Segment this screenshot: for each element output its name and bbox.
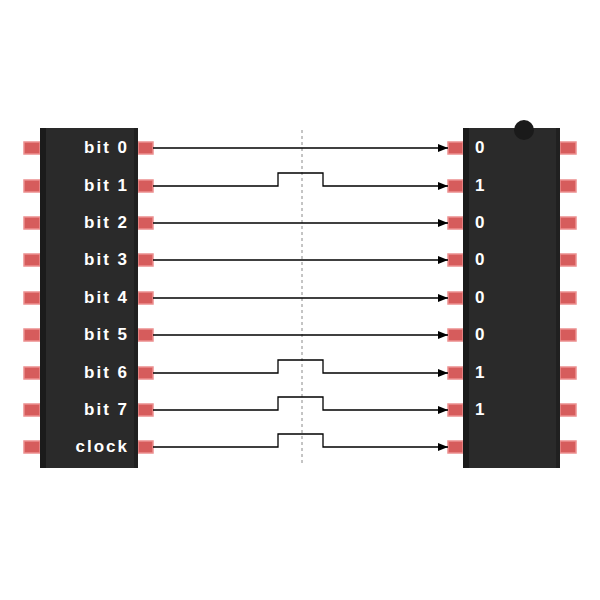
pin-name: bit 3 bbox=[84, 250, 129, 270]
bit-value: 0 bbox=[475, 288, 486, 308]
chip-notch bbox=[514, 120, 534, 140]
signal-wire bbox=[153, 259, 448, 260]
pin-name: bit 0 bbox=[84, 138, 129, 158]
signal-wire bbox=[153, 434, 448, 447]
bit-value: 1 bbox=[475, 176, 486, 196]
bit-value: 0 bbox=[475, 325, 486, 345]
signal-wire bbox=[153, 147, 448, 148]
pin-name: bit 7 bbox=[84, 400, 129, 420]
pin-name: bit 6 bbox=[84, 363, 129, 383]
pin-name: bit 5 bbox=[84, 325, 129, 345]
signal-wire bbox=[153, 297, 448, 298]
ic-chip: bit 0 bit 1 bit 2 bit 3 bit 4 bit 5 bit 6 bit 7… bbox=[40, 128, 138, 468]
signal-wire bbox=[153, 334, 448, 335]
signal-wire bbox=[153, 397, 448, 410]
ic-chip: 0 1 0 0 0 0 1 1 bbox=[463, 128, 560, 468]
pin-name: bit 2 bbox=[84, 213, 129, 233]
signal-wire bbox=[153, 360, 448, 373]
pin-name: bit 1 bbox=[84, 176, 129, 196]
bit-value: 1 bbox=[475, 400, 486, 420]
signal-wire bbox=[153, 222, 448, 223]
pin-name: bit 4 bbox=[84, 288, 129, 308]
bit-value: 0 bbox=[475, 213, 486, 233]
pin-name: clock bbox=[76, 437, 129, 457]
bit-value: 0 bbox=[475, 250, 486, 270]
bit-value: 1 bbox=[475, 363, 486, 383]
bit-value: 0 bbox=[475, 138, 486, 158]
signal-wire bbox=[153, 173, 448, 186]
